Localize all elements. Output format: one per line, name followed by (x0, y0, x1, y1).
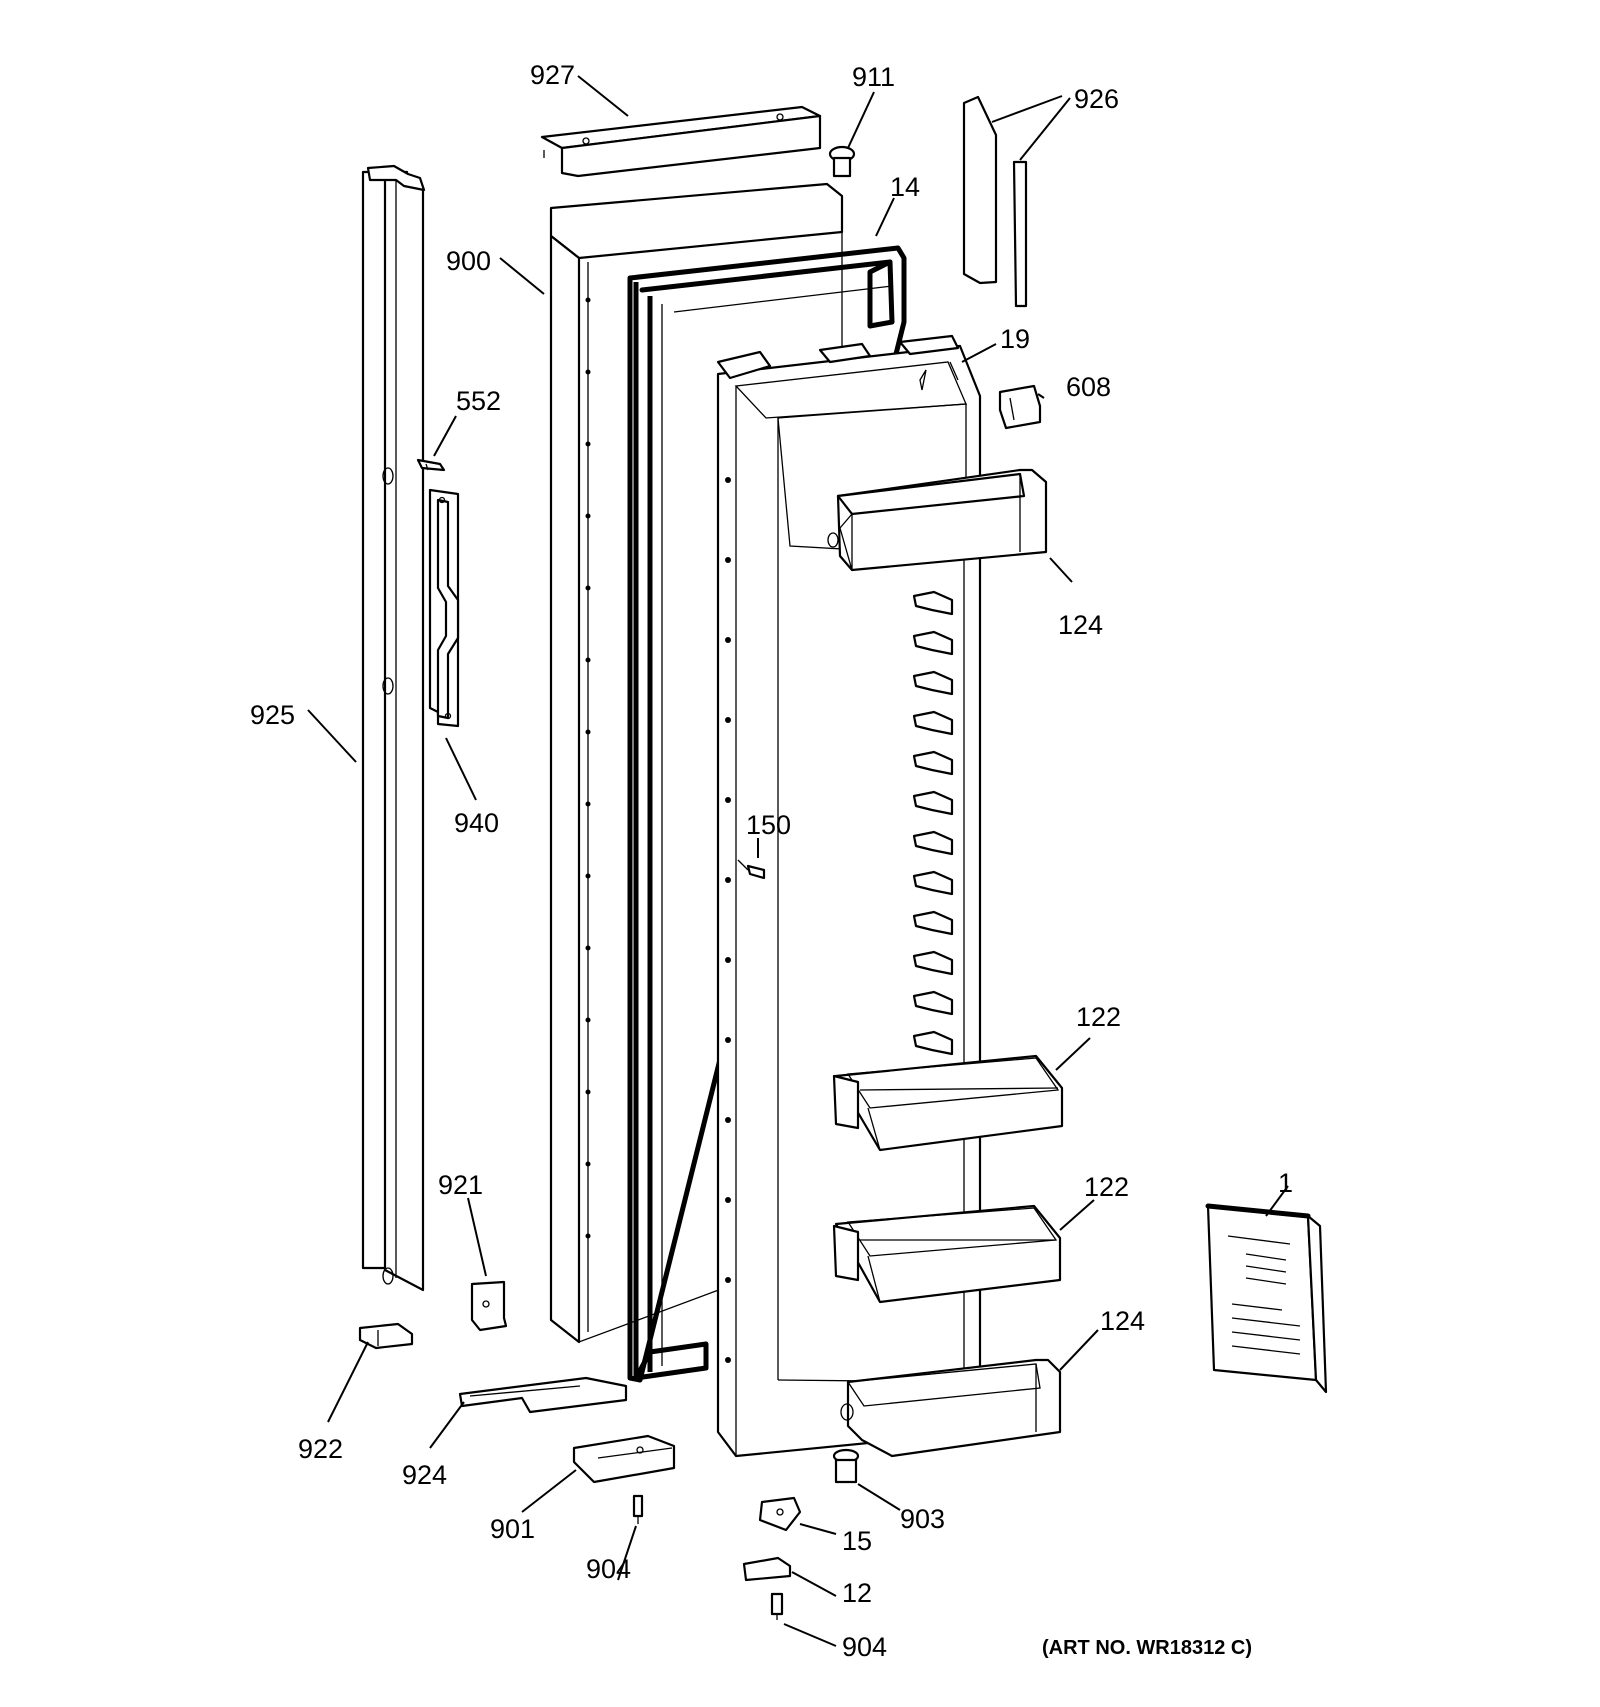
part-19-door-liner (718, 336, 980, 1456)
callout-19: 19 (1000, 324, 1030, 354)
callout-926: 926 (1074, 84, 1119, 114)
screw-hole (585, 1161, 591, 1167)
edge-hole (725, 797, 731, 803)
part-940-bracket (430, 490, 458, 726)
edge-hole (725, 637, 731, 643)
screw-hole (585, 585, 591, 591)
leader-lines (308, 76, 1288, 1646)
part-925-channel (363, 166, 424, 1290)
part-12-hinge-pin (744, 1558, 790, 1580)
callout-150: 150 (746, 810, 791, 840)
liner-edge-holes (725, 477, 731, 1363)
shell-screw-holes (585, 297, 591, 1239)
part-904-screw-upper (634, 1496, 642, 1524)
callout-552: 552 (456, 386, 501, 416)
edge-hole (725, 717, 731, 723)
edge-hole (725, 1357, 731, 1363)
edge-hole (725, 477, 731, 483)
part-922-hinge (360, 1324, 412, 1348)
part-901-bottom-cap (574, 1436, 674, 1482)
shelf-clip (914, 992, 952, 1014)
callout-608: 608 (1066, 372, 1111, 402)
part-926-strips (964, 97, 1026, 306)
screw-hole (585, 1017, 591, 1023)
screw-hole (585, 1089, 591, 1095)
part-124-bottom-bin (841, 1360, 1060, 1456)
edge-hole (725, 1197, 731, 1203)
part-904-screw-lower (772, 1594, 782, 1620)
callout-927: 927 (530, 60, 575, 90)
callout-921: 921 (438, 1170, 483, 1200)
shelf-clip (914, 912, 952, 934)
callout-924: 924 (402, 1460, 447, 1490)
callout-911: 911 (852, 62, 895, 92)
part-921-bracket (472, 1282, 506, 1330)
shelf-clip (914, 792, 952, 814)
shelf-clip (914, 712, 952, 734)
part-924-bottom-bar (460, 1378, 626, 1412)
screw-hole (585, 873, 591, 879)
edge-hole (725, 557, 731, 563)
callout-904-upper: 904 (586, 1554, 631, 1584)
callout-904-lower: 904 (842, 1632, 887, 1662)
shelf-clip (914, 632, 952, 654)
part-15-hinge (760, 1498, 800, 1530)
screw-hole (585, 801, 591, 807)
screw-hole (585, 441, 591, 447)
part-927-top-cap (542, 107, 820, 176)
part-903-bushing (834, 1450, 858, 1482)
callout-901: 901 (490, 1514, 535, 1544)
edge-hole (725, 1037, 731, 1043)
callout-940: 940 (454, 808, 499, 838)
screw-hole (585, 297, 591, 303)
edge-hole (725, 877, 731, 883)
callout-900: 900 (446, 246, 491, 276)
edge-hole (725, 1277, 731, 1283)
callout-122-upper: 122 (1076, 1002, 1121, 1032)
liner-shelf-clips (914, 592, 952, 1094)
shelf-clip (914, 832, 952, 854)
shelf-clip (914, 592, 952, 614)
screw-hole (585, 729, 591, 735)
part-552-screw (418, 460, 444, 470)
part-150-screw (738, 860, 764, 878)
callout-922: 922 (298, 1434, 343, 1464)
callout-12: 12 (842, 1578, 872, 1608)
part-608-switch (1000, 386, 1040, 428)
part-900-door-shell (551, 184, 842, 1342)
part-1-manual (1208, 1206, 1326, 1392)
callout-15: 15 (842, 1526, 872, 1556)
shelf-clip (914, 952, 952, 974)
callout-903: 903 (900, 1504, 945, 1534)
screw-hole (585, 1233, 591, 1239)
screw-hole (585, 369, 591, 375)
screw-hole (585, 657, 591, 663)
callout-122-lower: 122 (1084, 1172, 1129, 1202)
part-14-gasket (630, 248, 904, 1380)
art-number: (ART NO. WR18312 C) (1042, 1637, 1252, 1659)
screw-hole (585, 945, 591, 951)
part-122-lower-basket (834, 1206, 1060, 1302)
edge-hole (725, 1117, 731, 1123)
shelf-clip (914, 872, 952, 894)
callout-1: 1 (1278, 1168, 1293, 1198)
screw-hole (585, 513, 591, 519)
part-911-bushing (830, 147, 854, 176)
shelf-clip (914, 672, 952, 694)
callout-925: 925 (250, 700, 295, 730)
callout-14: 14 (890, 172, 920, 202)
callout-124-top: 124 (1058, 610, 1103, 640)
part-122-upper-basket (834, 1056, 1062, 1150)
shelf-clip (914, 1032, 952, 1054)
edge-hole (725, 957, 731, 963)
part-124-top-bin (828, 470, 1046, 570)
callout-124-bottom: 124 (1100, 1306, 1145, 1336)
callout-labels: 927 911 926 14 900 19 608 552 124 925 94… (250, 60, 1293, 1662)
shelf-clip (914, 752, 952, 774)
